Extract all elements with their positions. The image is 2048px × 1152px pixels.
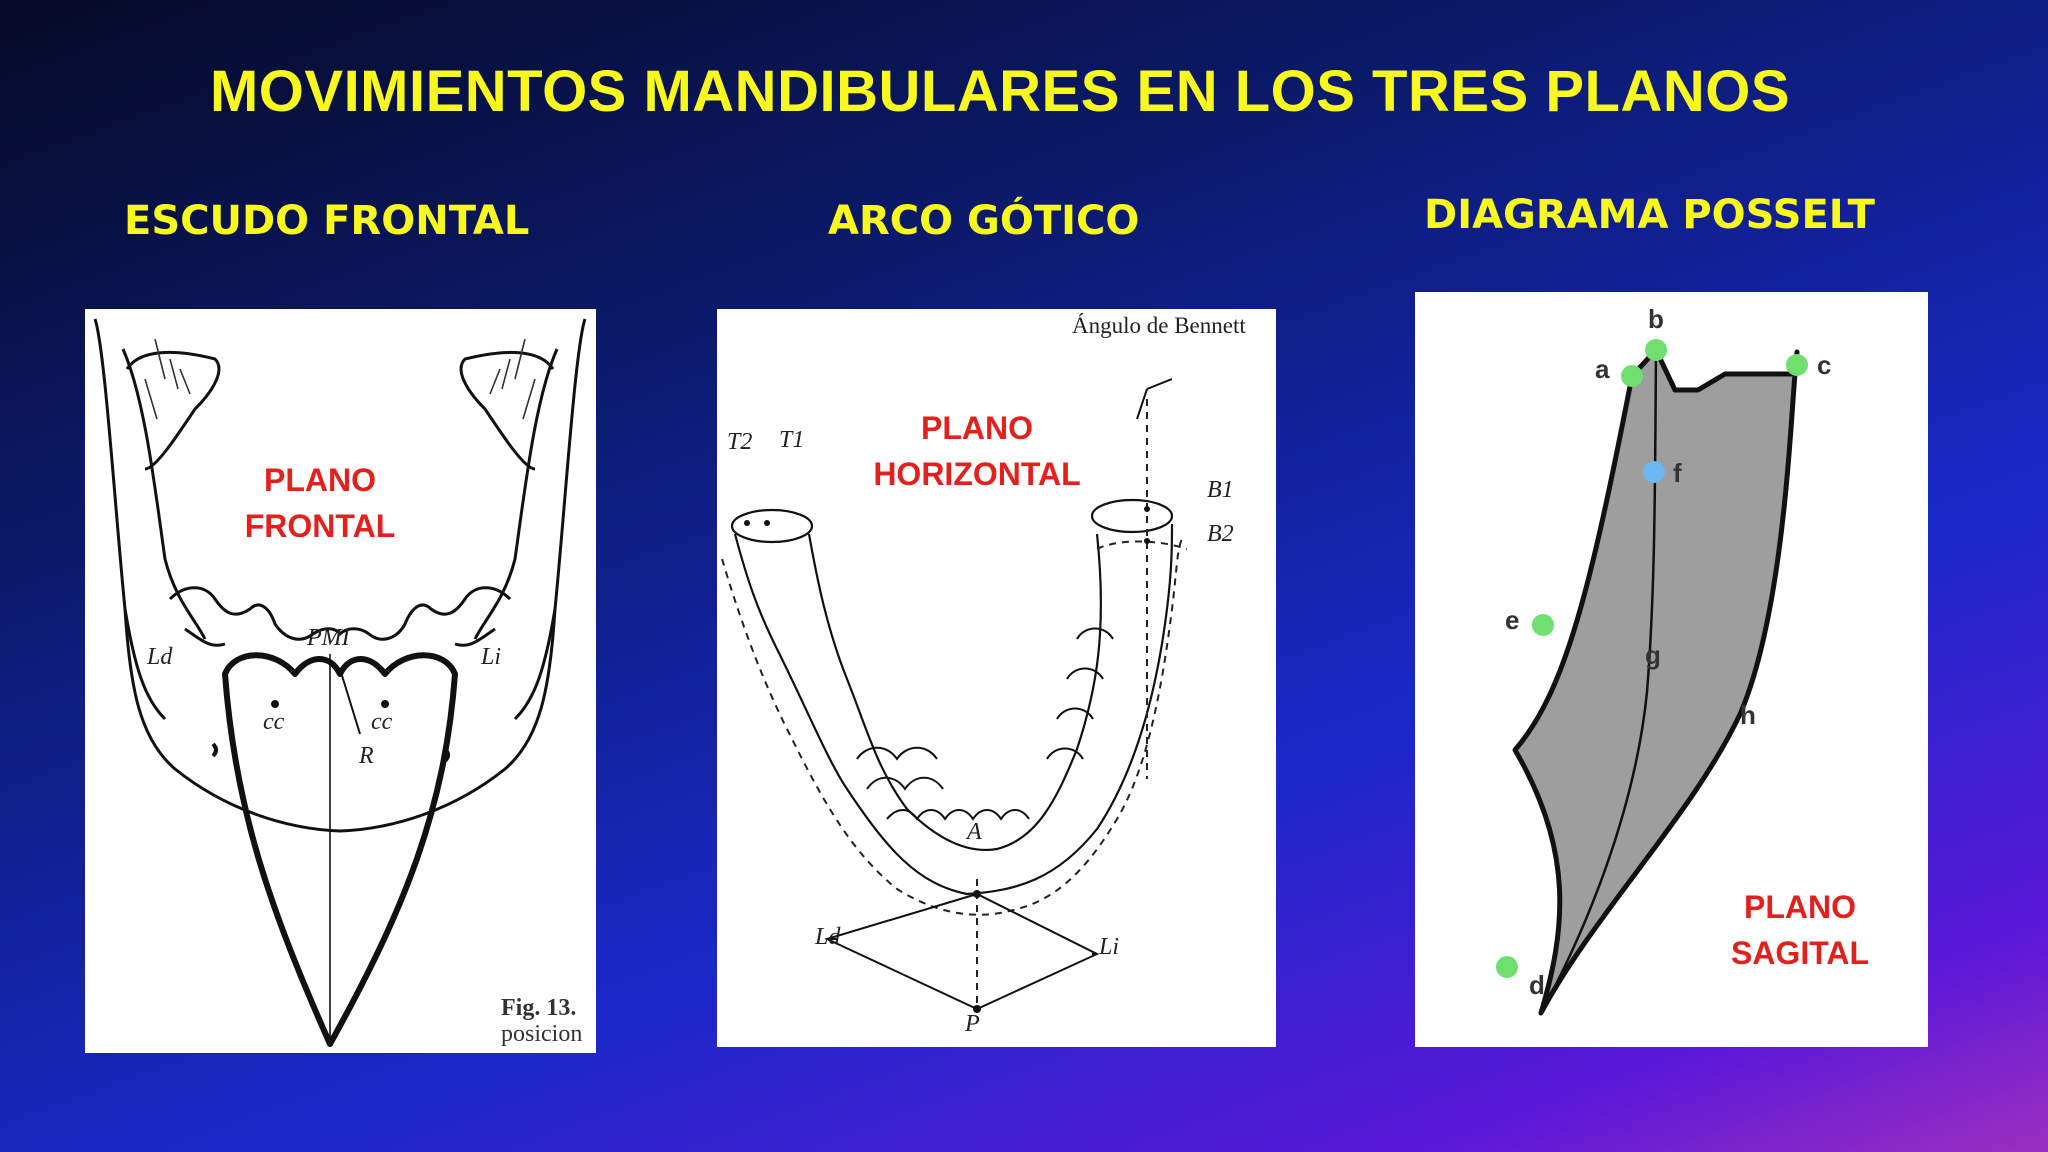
point-label-h: h xyxy=(1740,700,1756,730)
plano-sagital-line1: PLANO xyxy=(1744,889,1856,925)
plano-frontal-label: PLANO FRONTAL xyxy=(225,457,415,549)
label-angulo-bennett: Ángulo de Bennett xyxy=(1072,313,1246,338)
plano-sagital-label: PLANO SAGITAL xyxy=(1700,884,1900,976)
label-p: P xyxy=(965,1011,980,1037)
point-d xyxy=(1496,956,1518,978)
label-t1: T1 xyxy=(779,427,805,453)
plano-horizontal-line2: HORIZONTAL xyxy=(873,456,1081,492)
horizontal-plane-figure: PLANO HORIZONTAL Ángulo de Bennett T2 T1… xyxy=(717,309,1276,1047)
plano-frontal-line2: FRONTAL xyxy=(244,508,396,544)
heading-diagrama-posselt: DIAGRAMA POSSELT xyxy=(1424,192,1875,238)
label-pmi: PMI xyxy=(307,625,350,651)
figure-caption: Fig. 13. posicion xyxy=(501,995,582,1047)
point-label-g: g xyxy=(1645,640,1661,670)
label-b1: B1 xyxy=(1207,477,1234,503)
gothic-arch-drawing xyxy=(721,378,1188,1013)
label-r: R xyxy=(359,743,374,769)
posselt-envelope-drawing xyxy=(1496,339,1808,1016)
figure-caption-line1: Fig. 13. xyxy=(501,995,577,1021)
point-e xyxy=(1532,614,1554,636)
plano-horizontal-line1: PLANO xyxy=(921,410,1033,446)
point-a xyxy=(1621,365,1643,387)
label-ld: Ld xyxy=(147,644,173,670)
point-f xyxy=(1643,461,1665,483)
label-li: Li xyxy=(1099,934,1120,960)
plano-frontal-line1: PLANO xyxy=(264,462,376,498)
posselt-points xyxy=(1496,339,1808,978)
point-c xyxy=(1786,354,1808,376)
label-b2: B2 xyxy=(1207,521,1234,547)
label-cc-left: cc xyxy=(263,709,285,735)
label-t2: T2 xyxy=(727,429,753,455)
frontal-plane-figure: PLANO FRONTAL Ld Li PMI cc cc R Fig. 13.… xyxy=(85,309,596,1053)
point-label-e: e xyxy=(1505,605,1520,635)
point-label-b: b xyxy=(1648,304,1664,334)
point-b xyxy=(1645,339,1667,361)
label-ld: Ld xyxy=(815,924,841,950)
slide-title: MOVIMIENTOS MANDIBULARES EN LOS TRES PLA… xyxy=(209,59,1791,124)
figure-caption-line2: posicion xyxy=(501,1021,583,1047)
label-li: Li xyxy=(481,644,502,670)
point-label-a: a xyxy=(1595,354,1610,384)
mandible-frontal-drawing xyxy=(93,318,587,1047)
plano-sagital-line2: SAGITAL xyxy=(1730,935,1870,971)
point-label-d: d xyxy=(1529,970,1545,1000)
heading-escudo-frontal: ESCUDO FRONTAL xyxy=(124,198,530,244)
heading-arco-gotico: ARCO GÓTICO xyxy=(828,198,1140,244)
plano-horizontal-label: PLANO HORIZONTAL xyxy=(857,405,1097,497)
point-label-c: c xyxy=(1817,350,1832,380)
point-label-f: f xyxy=(1673,458,1682,488)
label-a: A xyxy=(967,819,982,845)
label-cc-right: cc xyxy=(371,709,393,735)
sagittal-plane-figure: b a c f e g h d PLANO SAGITAL xyxy=(1415,292,1928,1047)
